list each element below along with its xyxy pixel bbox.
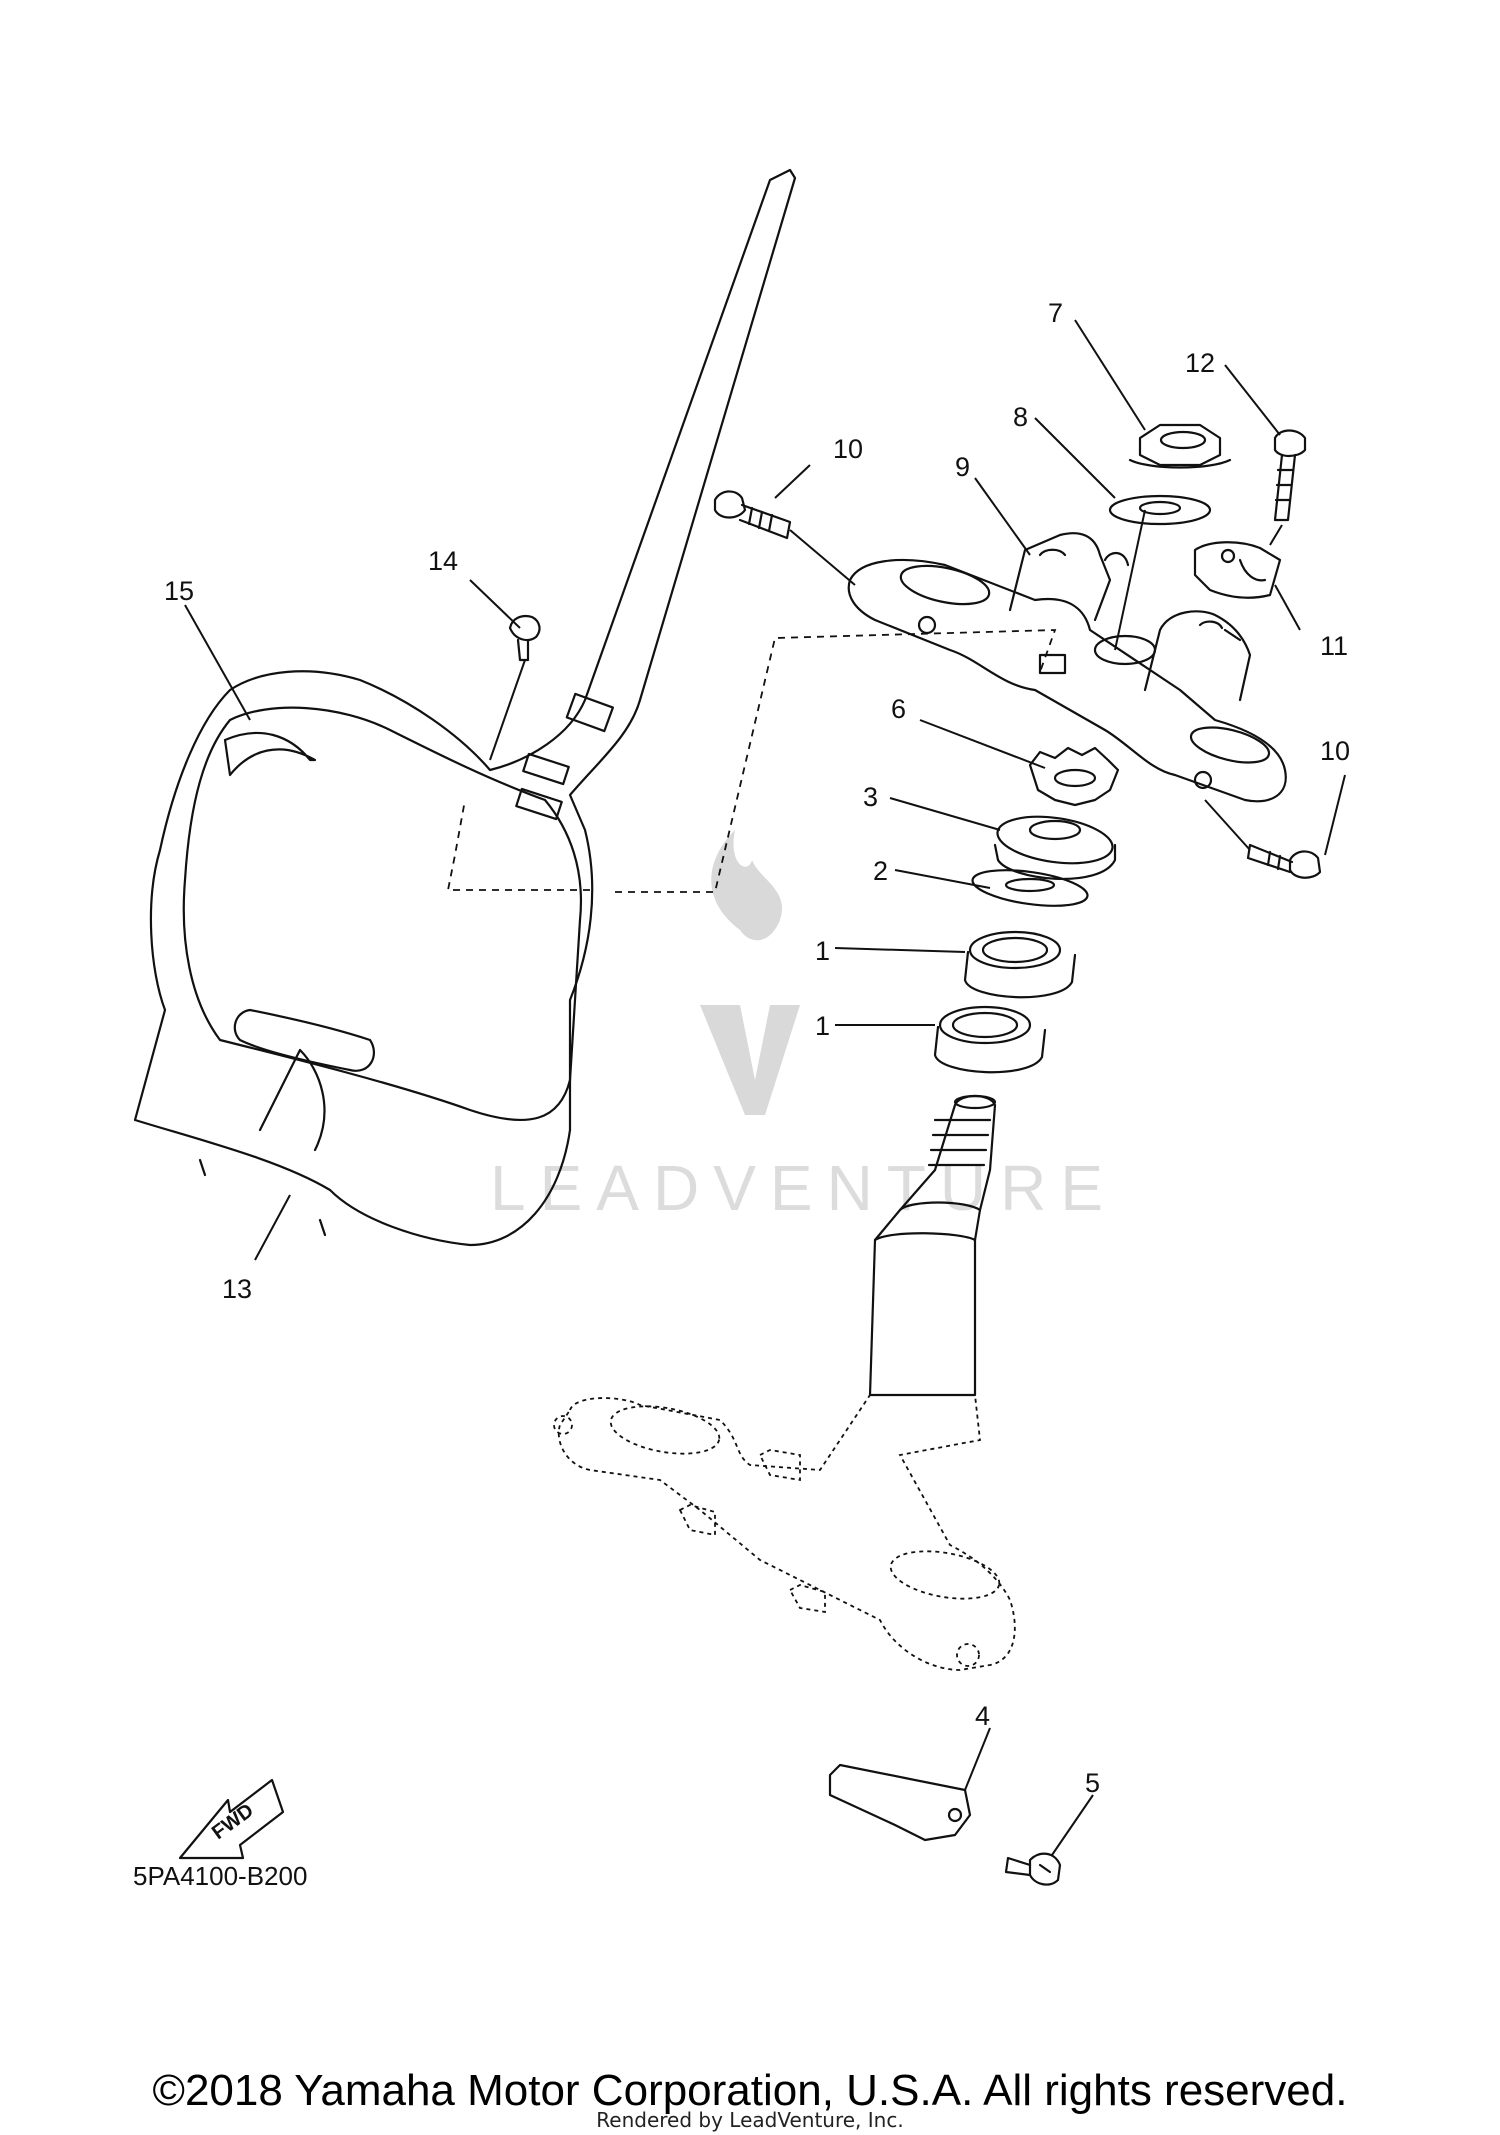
callout-9: 9 — [955, 452, 970, 482]
callout-11: 11 — [1320, 631, 1348, 661]
callout-6: 6 — [891, 694, 906, 724]
callout-7: 7 — [1048, 298, 1063, 328]
bearing-1-upper — [963, 930, 1077, 999]
callout-10-upper: 10 — [833, 434, 863, 464]
callout-1-upper: 1 — [815, 936, 830, 966]
callout-5: 5 — [1085, 1768, 1100, 1798]
callout-15: 15 — [164, 576, 194, 606]
callout-3: 3 — [863, 782, 878, 812]
reference-line — [615, 629, 1057, 893]
drawing-code: 5PA4100-B200 — [133, 1861, 307, 1891]
callout-14: 14 — [428, 546, 458, 576]
callout-2: 2 — [873, 856, 888, 886]
bolt-10-upper — [713, 490, 856, 586]
steering-stem — [868, 1094, 997, 1397]
callout-4: 4 — [975, 1701, 990, 1731]
bearing-1-lower — [933, 1005, 1047, 1074]
callout-labels: 10 7 12 8 9 14 15 11 6 10 3 2 1 1 13 4 5 — [164, 298, 1350, 1798]
watermark-text: LEADVENTURE — [490, 1152, 1117, 1224]
callout-10-lower: 10 — [1320, 736, 1350, 766]
washer-3 — [993, 815, 1117, 881]
plate-mount-line — [446, 799, 590, 891]
upper-bracket — [847, 532, 1287, 803]
washer-8 — [1108, 494, 1212, 526]
leadventure-watermark: LEADVENTURE — [490, 830, 1117, 1224]
guide-4 — [828, 1763, 972, 1842]
washer-2 — [971, 869, 1089, 907]
callout-8: 8 — [1013, 402, 1028, 432]
fwd-arrow-icon: FWD — [178, 1778, 285, 1860]
lower-bracket — [553, 1394, 1016, 1671]
nut-7 — [1128, 423, 1232, 469]
leader-lines — [184, 319, 1346, 1856]
number-plate — [133, 168, 797, 1247]
holder-11 — [1193, 541, 1282, 599]
callout-12: 12 — [1185, 348, 1215, 378]
copyright-notice: ©2018 Yamaha Motor Corporation, U.S.A. A… — [152, 2066, 1348, 2115]
bolt-10-lower — [1204, 799, 1322, 879]
screw-5 — [1004, 1852, 1062, 1886]
bolt-12 — [1269, 429, 1307, 546]
callout-13: 13 — [222, 1274, 252, 1304]
rendered-by-credit: Rendered by LeadVenture, Inc. — [596, 2108, 904, 2132]
callout-1-lower: 1 — [815, 1011, 830, 1041]
ring-nut-6 — [1028, 746, 1120, 807]
